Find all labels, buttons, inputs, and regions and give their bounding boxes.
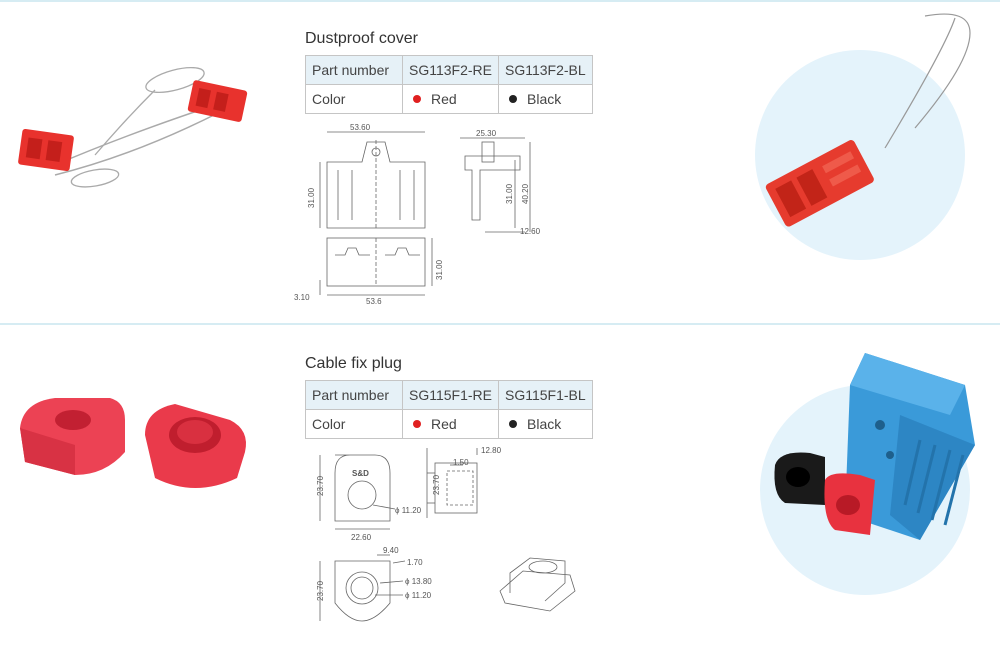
dim-front-height: 23.70 <box>316 475 325 496</box>
cable-fix-plug-photo <box>20 398 246 488</box>
color-cell-black: Black <box>498 84 593 114</box>
spec-table: Part number SG115F1-RE SG115F1-BL Color … <box>305 380 593 439</box>
dim-side-height-1: 31.00 <box>505 183 514 204</box>
dim-front-width: 53.60 <box>350 123 371 132</box>
cable-fix-plug-drawing: S&D 23.70 ϕ 11.20 22.60 12.80 1.50 23.70… <box>316 446 576 622</box>
connector-with-cover-photo <box>765 13 971 227</box>
red-dot-icon <box>413 420 421 429</box>
black-dot-icon <box>509 420 517 429</box>
row-label-color: Color <box>305 84 403 114</box>
section-title: Dustproof cover <box>305 30 418 47</box>
dim-outer-diameter: ϕ 13.80 <box>405 577 432 586</box>
dim-inner-diameter: ϕ 11.20 <box>405 591 432 600</box>
spec-table: Part number SG113F2-RE SG113F2-BL Color … <box>305 55 593 114</box>
dim-side-top: 12.80 <box>481 446 502 455</box>
header-part-black: SG113F2-BL <box>498 55 593 85</box>
dim-side-wall: 1.50 <box>453 458 469 467</box>
dustproof-cover-drawing: 53.60 31.00 25.30 31.00 40.20 12.60 31.0… <box>294 123 541 306</box>
dustproof-cover-photo <box>18 66 248 188</box>
black-dot-icon <box>509 95 517 104</box>
dim-side-width: 25.30 <box>476 129 497 138</box>
section-title: Cable fix plug <box>305 355 402 372</box>
header-part-number: Part number <box>305 380 403 410</box>
top-divider <box>0 0 1000 2</box>
dim-bottom-wall: 1.70 <box>407 558 423 567</box>
red-dot-icon <box>413 95 421 104</box>
section-cable-fix-plug: Cable fix plug Part number SG115F1-RE SG… <box>0 325 1000 665</box>
row-label-color: Color <box>305 409 403 439</box>
dim-bottom-height: 23.70 <box>316 580 325 601</box>
dim-bottom-flange: 9.40 <box>383 546 399 555</box>
header-part-red: SG115F1-RE <box>402 380 499 410</box>
section-dustproof-cover: Dustproof cover Part number SG113F2-RE S… <box>0 0 1000 323</box>
dim-front-height: 31.00 <box>307 187 316 208</box>
dim-front-width: 22.60 <box>351 533 372 542</box>
dim-bottom-offset: 3.10 <box>294 293 310 302</box>
dim-side-height-2: 40.20 <box>521 183 530 204</box>
header-part-red: SG113F2-RE <box>402 55 499 85</box>
dim-hole-diameter: ϕ 11.20 <box>395 506 422 515</box>
header-part-number: Part number <box>305 55 403 85</box>
dim-bottom-height: 31.00 <box>435 259 444 280</box>
dim-bottom-width: 53.6 <box>366 297 382 306</box>
section-divider <box>0 323 1000 325</box>
header-part-black: SG115F1-BL <box>498 380 593 410</box>
blue-connector-photo <box>774 353 975 540</box>
dim-side-height: 23.70 <box>432 474 441 495</box>
color-cell-black: Black <box>498 409 593 439</box>
dim-side-depth: 12.60 <box>520 227 541 236</box>
color-cell-red: Red <box>402 84 499 114</box>
color-cell-red: Red <box>402 409 499 439</box>
logo-mark: S&D <box>352 469 369 478</box>
